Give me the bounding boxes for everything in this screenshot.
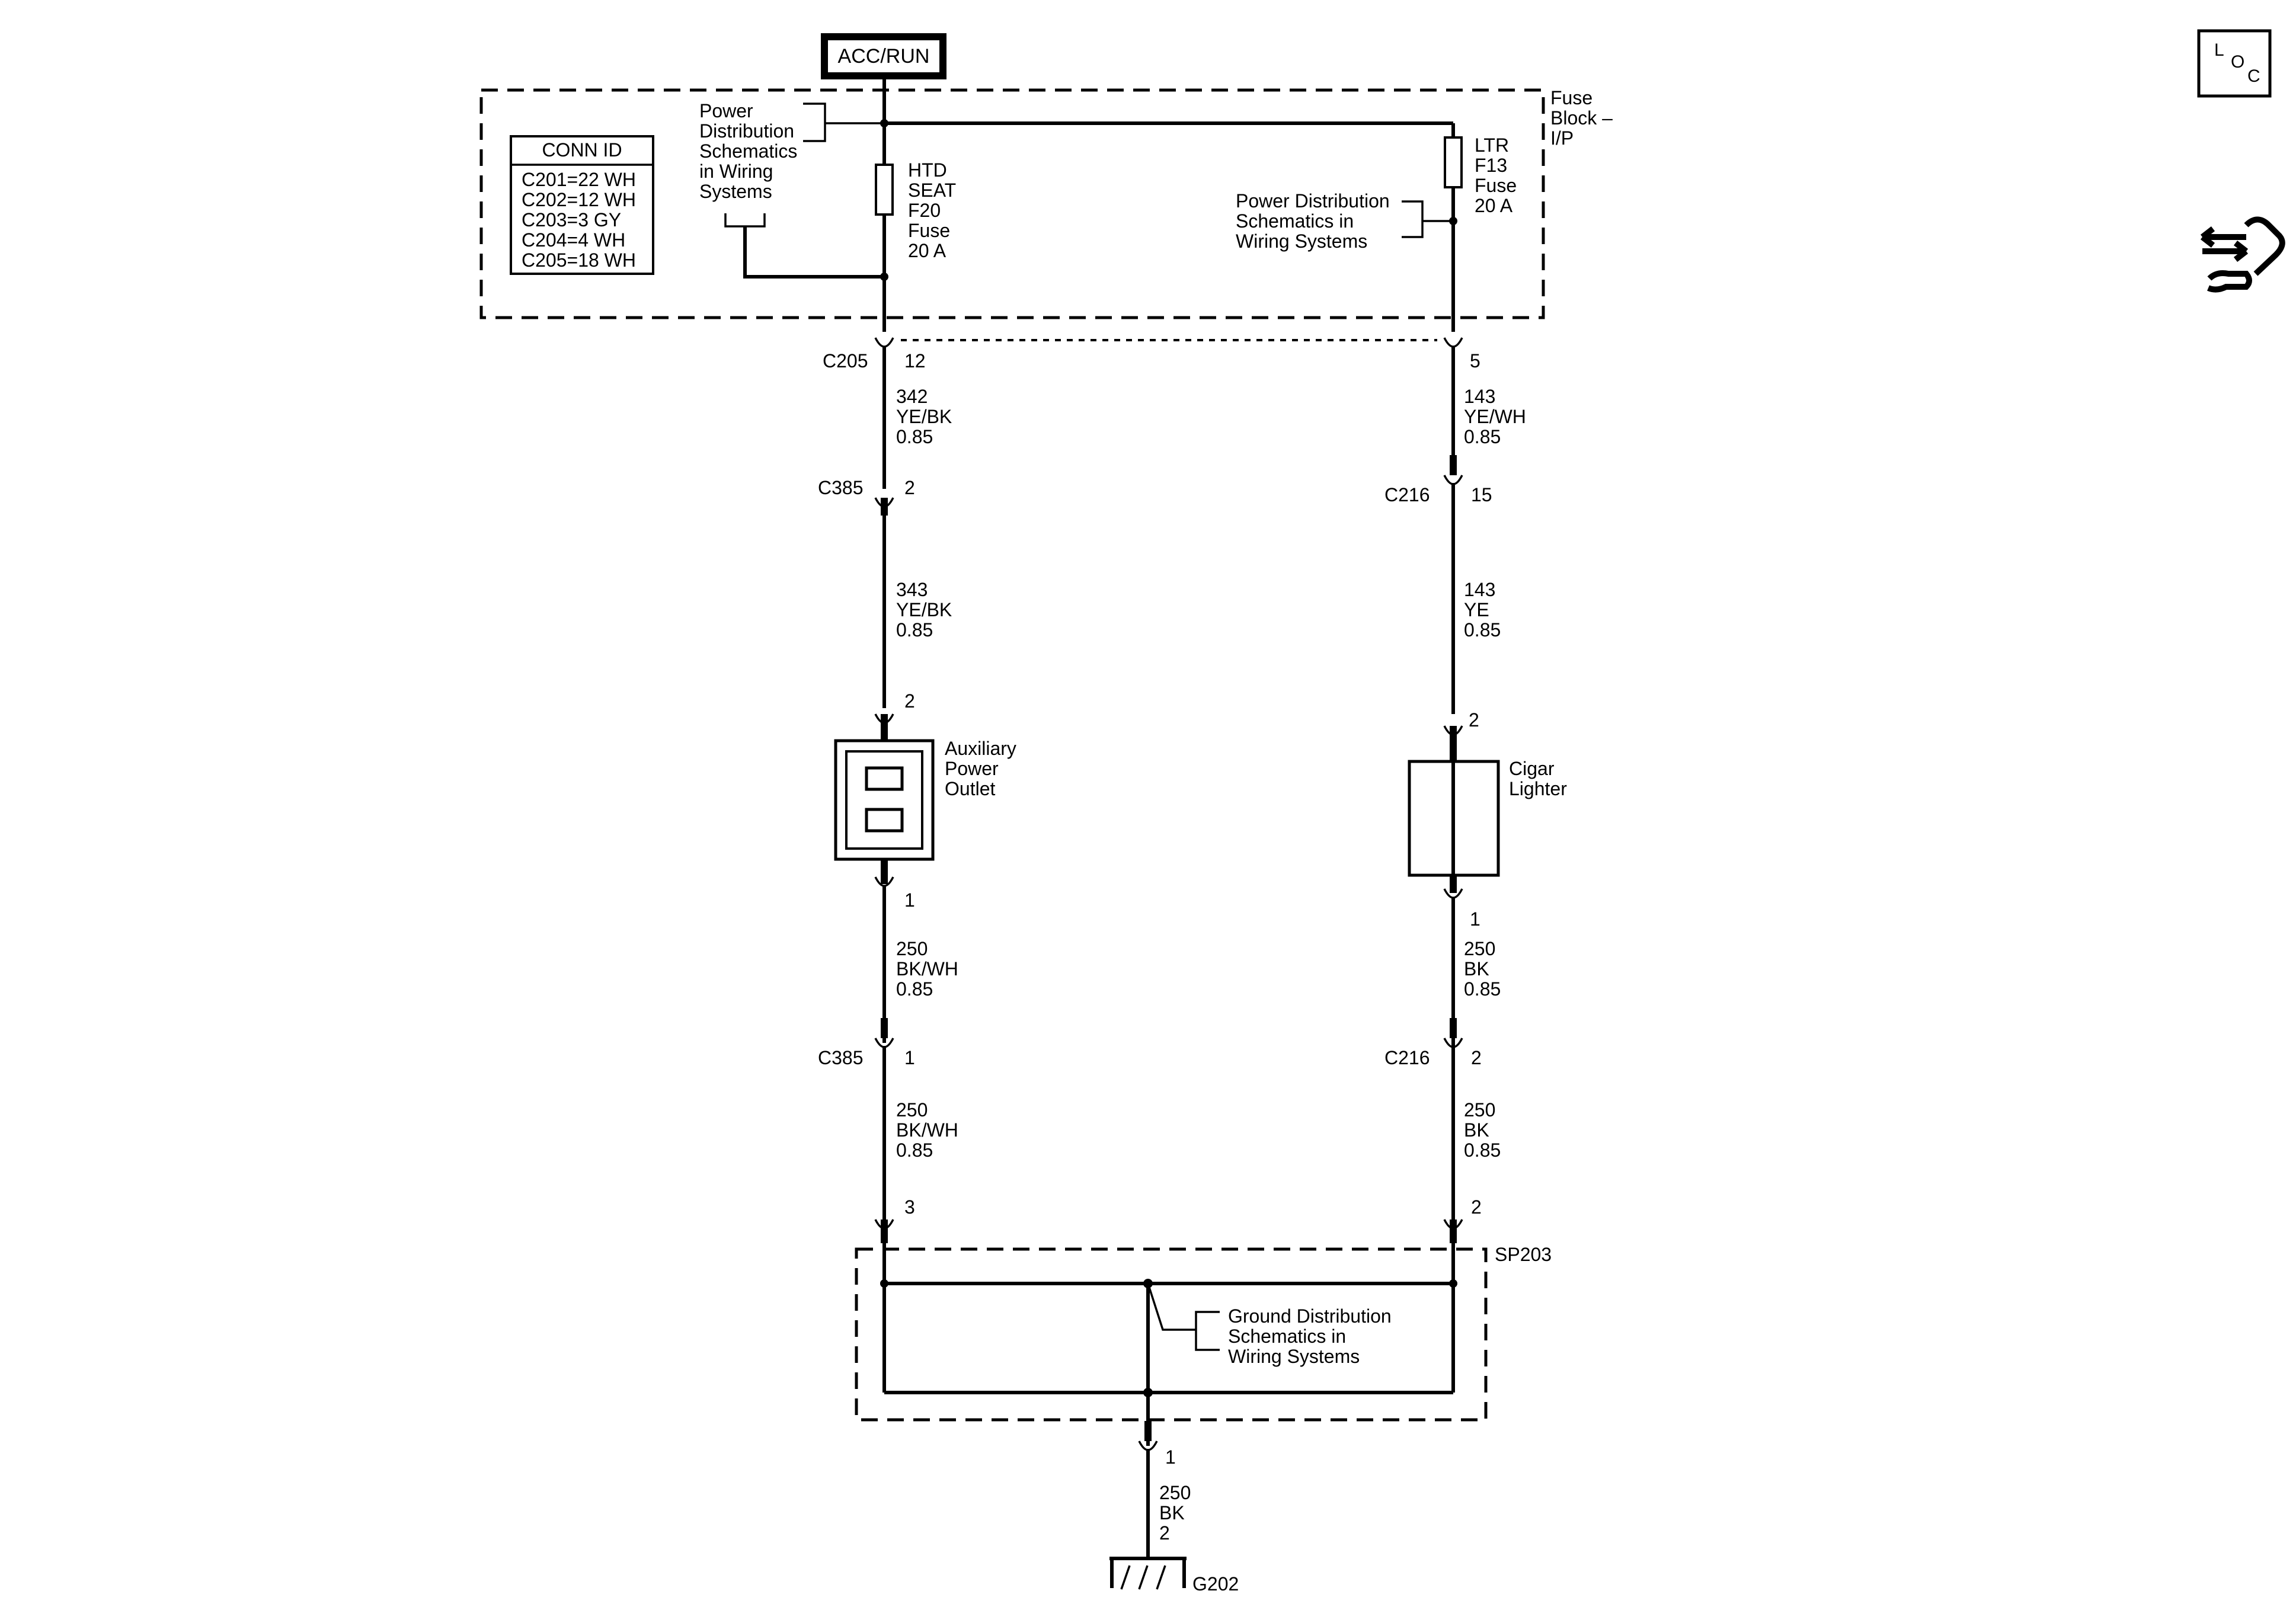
- sp203-label: SP203: [1495, 1244, 1552, 1265]
- c216-top-connector: [1443, 475, 1463, 485]
- power-dist-left-bottom-bracket: [724, 213, 766, 228]
- wire-right-2-label: 143 YE 0.85: [1464, 579, 1501, 641]
- sp203-enclosure: [855, 1247, 1488, 1422]
- conn-id-table: CONN ID C201=22 WH C202=12 WH C203=3 GY …: [510, 135, 654, 275]
- wire-left-4-label: 250 BK/WH 0.85: [896, 1099, 964, 1161]
- c385-bottom-pin: 1: [904, 1047, 915, 1068]
- wire-right-3-label: 250 BK 0.85: [1464, 938, 1501, 1000]
- c205-pin-right: 5: [1470, 350, 1480, 372]
- wire-right-1-label: 143 YE/WH 0.85: [1464, 386, 1531, 447]
- auxiliary-power-outlet: [834, 739, 935, 861]
- fuse-block-enclosure: [479, 88, 1545, 319]
- ground-g202-label: G202: [1192, 1573, 1239, 1595]
- wire-right-4-label: 250 BK 0.85: [1464, 1099, 1501, 1161]
- c385-top-pin: 2: [904, 477, 915, 498]
- splice-pin-left: 3: [904, 1196, 915, 1218]
- fuse-f20-label: HTD SEAT F20 Fuse 20 A: [908, 159, 961, 261]
- cigar-pin-bottom: 1: [1470, 908, 1480, 930]
- wire-left-2-label: 343 YE/BK 0.85: [896, 579, 957, 641]
- c205-left-connector: [874, 337, 894, 348]
- ground-dist-bracket: [1195, 1311, 1220, 1351]
- cigar-lighter-label: Cigar Lighter: [1509, 758, 1567, 799]
- wire-left-1-label: 342 YE/BK 0.85: [896, 386, 957, 447]
- conn-id-rows: C201=22 WH C202=12 WH C203=3 GY C204=4 W…: [522, 169, 641, 271]
- power-dist-right-bracket: [1402, 200, 1424, 238]
- splice-pin-right: 2: [1471, 1196, 1482, 1218]
- svg-text:L: L: [2214, 40, 2224, 60]
- svg-text:C: C: [2247, 66, 2260, 86]
- cigar-pin-top: 2: [1469, 709, 1479, 731]
- splice-bus: [880, 1243, 1457, 1446]
- aux-outlet-pin-top: 2: [904, 690, 915, 712]
- ground-connector-pin: 1: [1165, 1446, 1176, 1468]
- htd-seat-fuse-f20: [875, 164, 894, 216]
- c385-bottom-label: C385: [818, 1047, 864, 1068]
- aux-outlet-label: Auxiliary Power Outlet: [945, 738, 1022, 799]
- power-distribution-right-label: Power Distribution Schematics in Wiring …: [1236, 190, 1395, 252]
- wire-ground-label: 250 BK 2: [1159, 1482, 1196, 1544]
- ltr-fuse-f13: [1444, 136, 1463, 188]
- svg-text:O: O: [2231, 52, 2244, 72]
- ground-dist-leader: [1147, 1283, 1196, 1331]
- c216-top-label: C216: [1384, 484, 1430, 505]
- location-view-icon[interactable]: L O C: [2197, 29, 2272, 98]
- c205-right-connector: [1443, 337, 1463, 348]
- aux-outlet-pin-bottom: 1: [904, 889, 915, 911]
- c205-pin-left: 12: [904, 350, 926, 372]
- ground-g202-symbol: [1109, 1557, 1187, 1590]
- c216-bottom-pin: 2: [1471, 1047, 1482, 1068]
- c216-bottom-label: C216: [1384, 1047, 1430, 1068]
- fuse-f13-label: LTR F13 Fuse 20 A: [1475, 135, 1522, 216]
- ground-distribution-label: Ground Distribution Schematics in Wiring…: [1228, 1305, 1397, 1367]
- cigar-lighter: [1408, 760, 1500, 877]
- wire-left-3-label: 250 BK/WH 0.85: [896, 938, 964, 1000]
- fuse-block-label: Fuse Block – I/P: [1550, 87, 1618, 149]
- acc-run-box: ACC/RUN: [821, 33, 946, 79]
- conn-id-header: CONN ID: [542, 139, 622, 161]
- power-distribution-left-label: Power Distribution Schematics in Wiring …: [699, 100, 802, 202]
- acc-run-label: ACC/RUN: [838, 45, 930, 68]
- c385-top-label: C385: [818, 477, 864, 498]
- c216-top-pin: 15: [1471, 484, 1492, 505]
- power-dist-left-bracket: [803, 103, 826, 142]
- c205-label: C205: [823, 350, 868, 372]
- connector-end-view-icon[interactable]: [2200, 216, 2285, 293]
